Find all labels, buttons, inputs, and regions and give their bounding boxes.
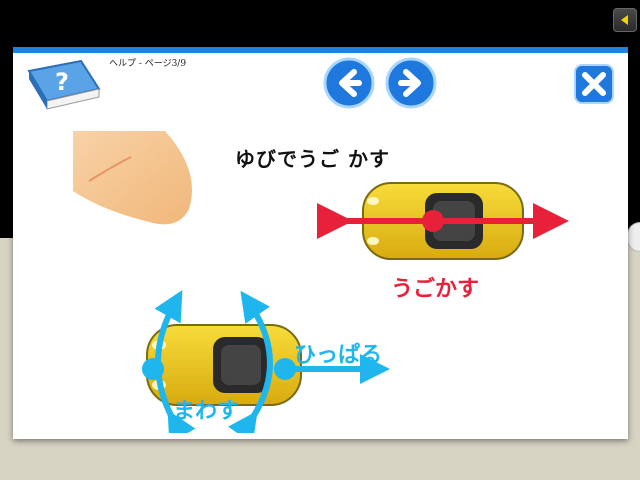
rotate-point-left [142,358,164,380]
svg-text:?: ? [55,68,69,96]
finger-icon [73,131,203,235]
help-title: ゆびでうご かす [235,147,390,171]
help-panel: ? ヘルプ - ページ3/9 ゆびでうご かす [13,47,628,439]
prev-page-button[interactable] [323,57,375,109]
help-book-icon: ? [21,57,105,121]
arrow-right-icon [385,57,437,109]
move-point [422,210,444,232]
gesture-illustration [142,182,569,433]
close-button[interactable] [573,63,615,105]
label-move: うごかす [391,277,480,302]
next-page-button[interactable] [385,57,437,109]
label-pull: ひっぱる [294,343,383,368]
back-arrow-icon[interactable] [613,8,637,32]
label-rotate: まわす [173,399,240,424]
rotate-arrow-right [228,290,273,433]
arrow-left-icon [323,57,375,109]
page-label: ヘルプ - ページ3/9 [109,59,187,69]
close-icon [574,64,614,104]
